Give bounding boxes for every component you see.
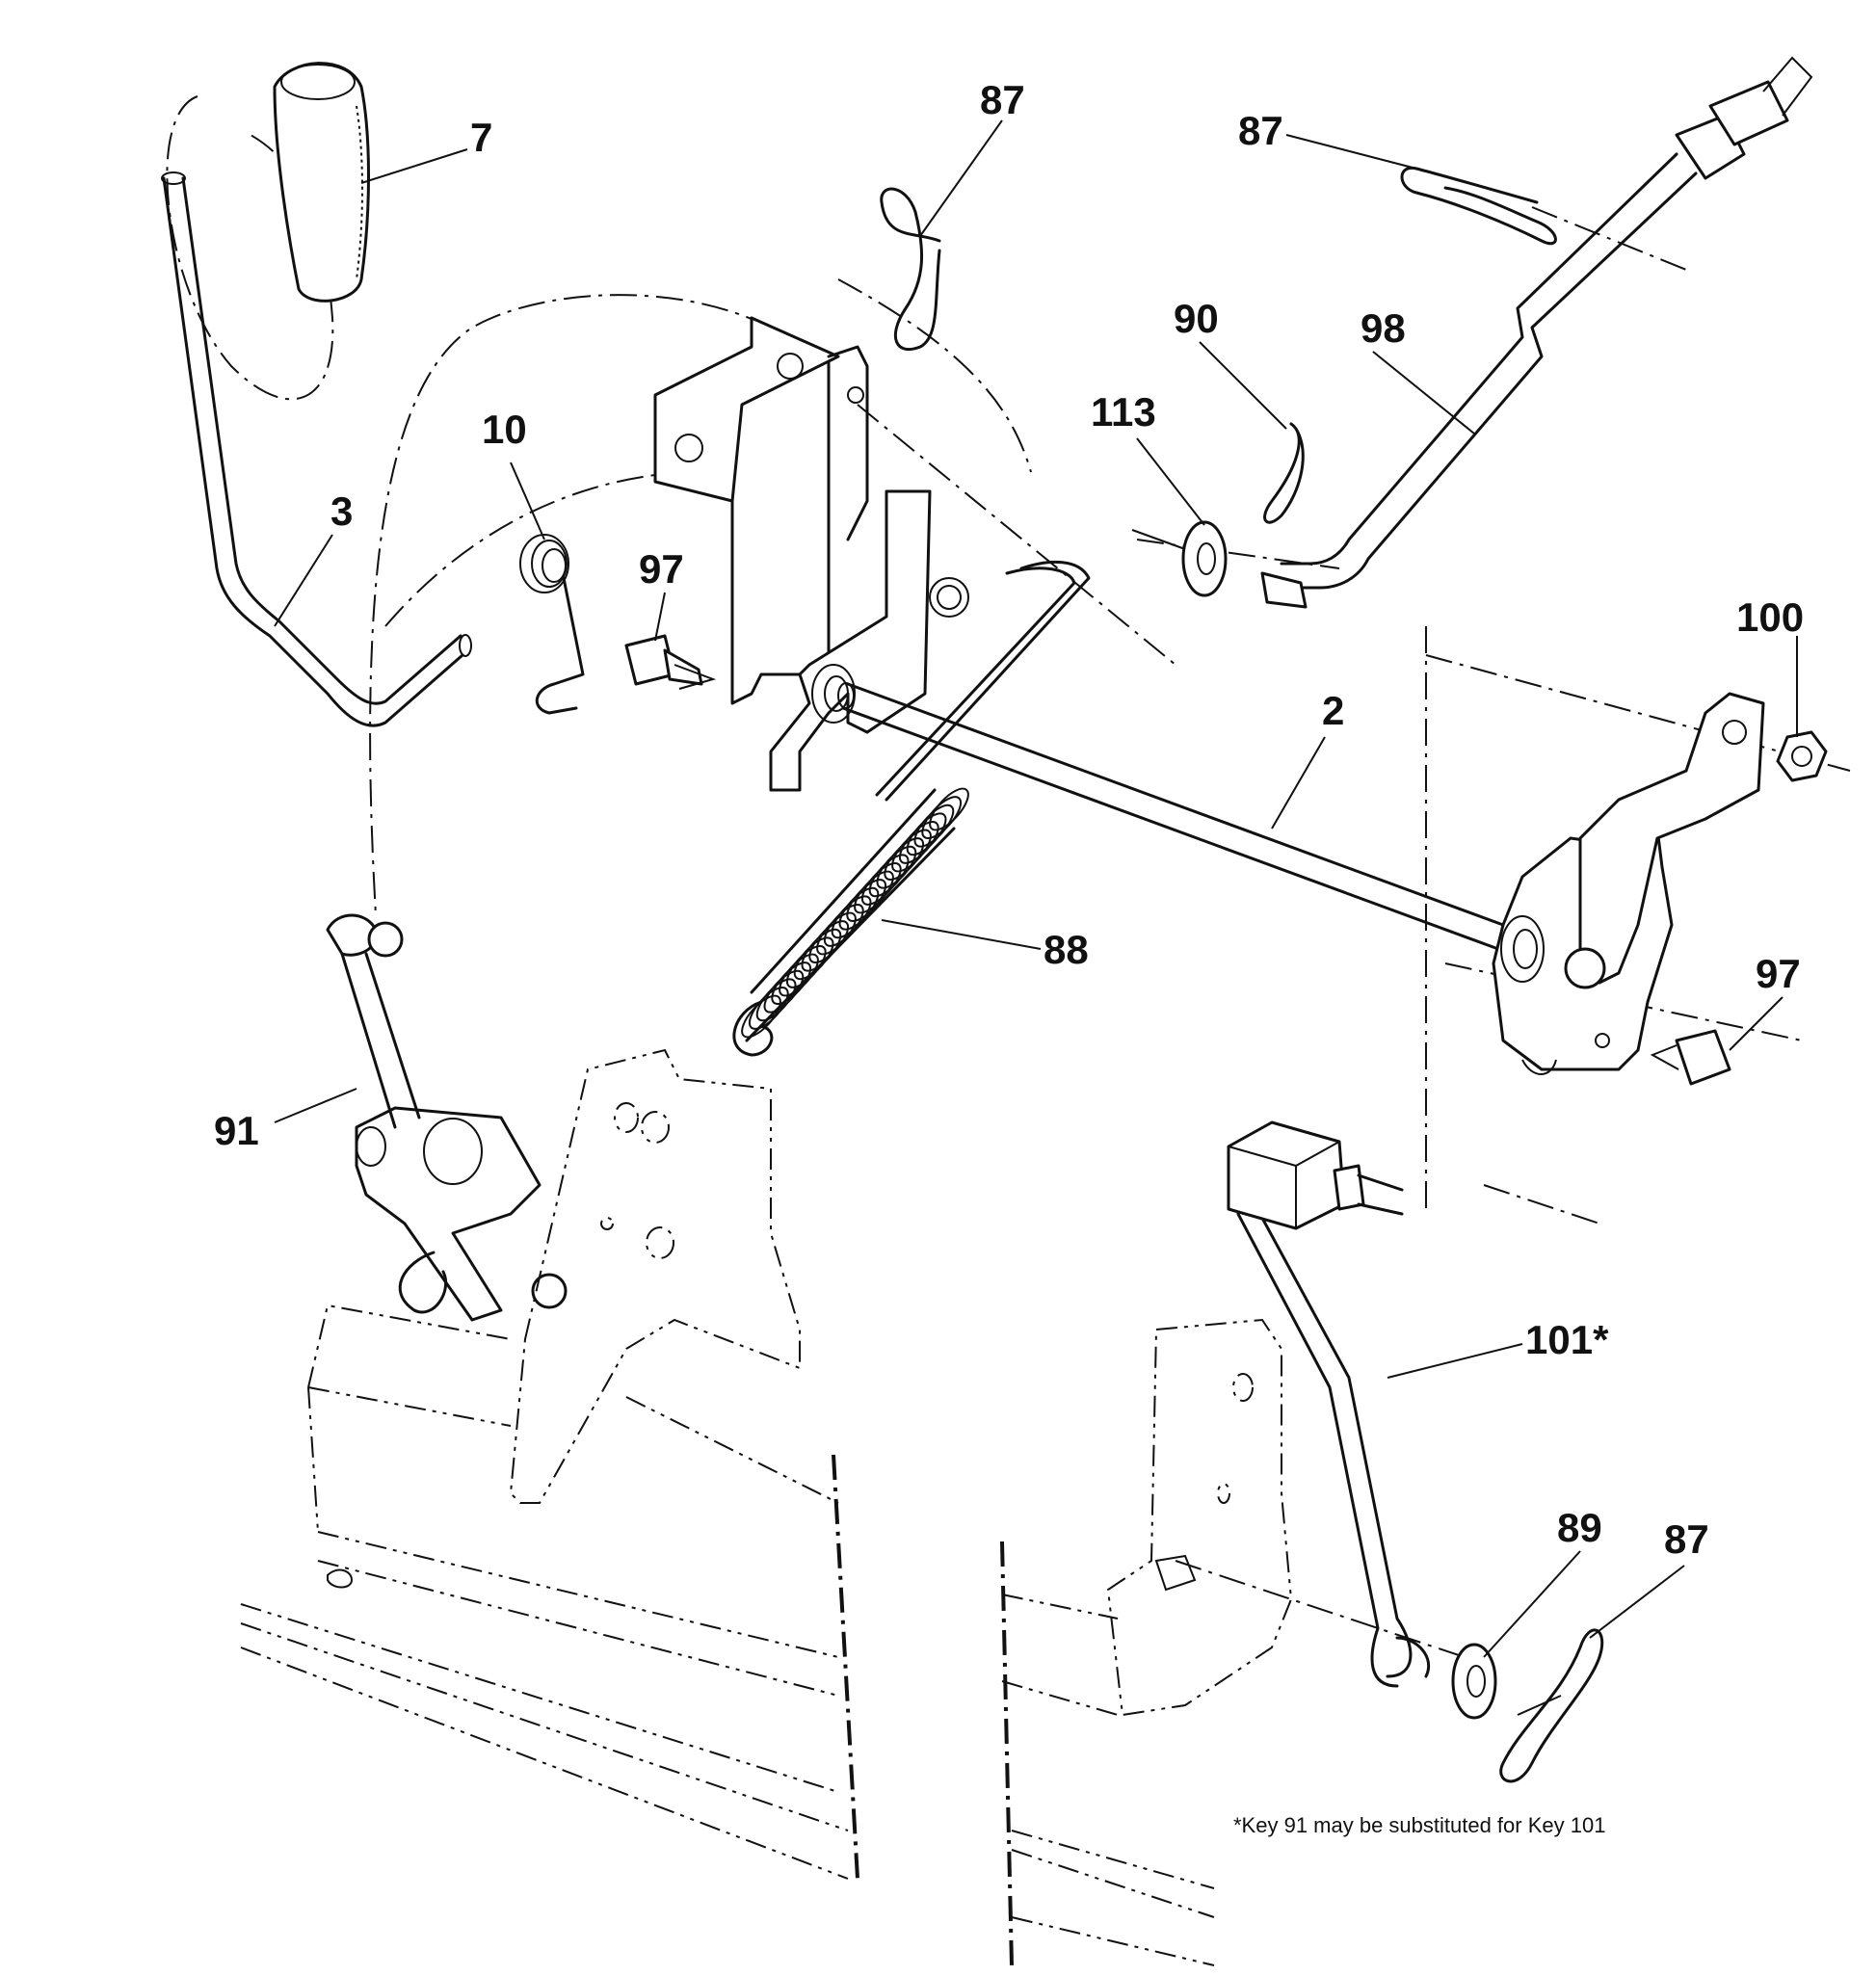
label-91: 91	[214, 1108, 259, 1153]
spring-coil	[755, 978, 797, 1022]
front-lift-link	[326, 913, 568, 1322]
spring-coil	[763, 969, 805, 1014]
right-mower-deck	[1000, 1541, 1215, 1966]
spring-coil	[898, 821, 939, 864]
label-3: 3	[330, 488, 353, 534]
lift-lever	[161, 171, 472, 727]
footnote: *Key 91 may be substituted for Key 101	[1233, 1813, 1605, 1837]
left-deck-bracket	[509, 1048, 801, 1504]
spring-coil	[779, 953, 819, 997]
bolt-right	[1650, 1029, 1731, 1086]
right-lift-arm	[1492, 692, 1765, 1075]
spring-coil	[906, 812, 947, 856]
hairpin-clip-lower	[1499, 1628, 1604, 1783]
spring-coil	[793, 936, 834, 981]
label-88: 88	[1044, 927, 1089, 972]
alt-lift-link	[1227, 1120, 1431, 1688]
label-89: 89	[1557, 1505, 1602, 1550]
label-87-upper-right: 87	[1238, 108, 1283, 153]
spring-coil	[771, 962, 812, 1005]
part-labels: 7 87 87 90 98 113 10 3 97 2 100 88 97 91…	[214, 77, 1804, 1562]
washer-113	[1131, 520, 1228, 597]
label-97-left: 97	[639, 546, 684, 592]
left-mower-deck	[240, 1304, 859, 1880]
adjustment-rod	[1260, 56, 1813, 609]
hairpin-clip-upper-right	[1400, 166, 1557, 246]
leader-lines	[274, 119, 1798, 1658]
spring-coil	[929, 787, 969, 831]
lift-bracket	[653, 316, 869, 705]
extension-spring	[732, 787, 969, 1057]
right-deck-bracket	[1106, 1318, 1293, 1717]
washer-89	[1451, 1643, 1497, 1720]
label-90: 90	[1174, 296, 1219, 341]
pivot-plate	[769, 489, 1091, 802]
label-87-lower: 87	[1664, 1516, 1709, 1562]
label-7: 7	[470, 115, 492, 160]
spring-coil	[823, 904, 864, 947]
label-2: 2	[1322, 688, 1344, 733]
spring-coil	[891, 829, 932, 873]
spring-coil	[913, 804, 955, 848]
lift-shaft	[837, 682, 1505, 951]
hex-nut	[1776, 730, 1828, 782]
spring-coil	[884, 837, 925, 881]
grip-handle	[273, 62, 370, 303]
hairpin-clip-upper	[880, 187, 941, 352]
label-98: 98	[1361, 305, 1406, 351]
spring-coil	[741, 994, 781, 1039]
spring-coil	[785, 945, 827, 988]
bolt-left	[624, 634, 717, 690]
label-100: 100	[1736, 594, 1804, 640]
cotter-clip	[1263, 422, 1305, 524]
spring-coil	[816, 911, 857, 956]
spring-coil	[921, 796, 963, 839]
spring-coil	[808, 920, 850, 963]
label-101: 101*	[1525, 1317, 1609, 1362]
label-113: 113	[1091, 389, 1156, 435]
torsion-spring	[519, 534, 585, 715]
label-97-right: 97	[1756, 951, 1801, 996]
spring-coil	[801, 928, 842, 972]
label-10: 10	[482, 407, 527, 452]
spring-coils	[741, 787, 969, 1039]
label-87-top: 87	[980, 77, 1025, 122]
